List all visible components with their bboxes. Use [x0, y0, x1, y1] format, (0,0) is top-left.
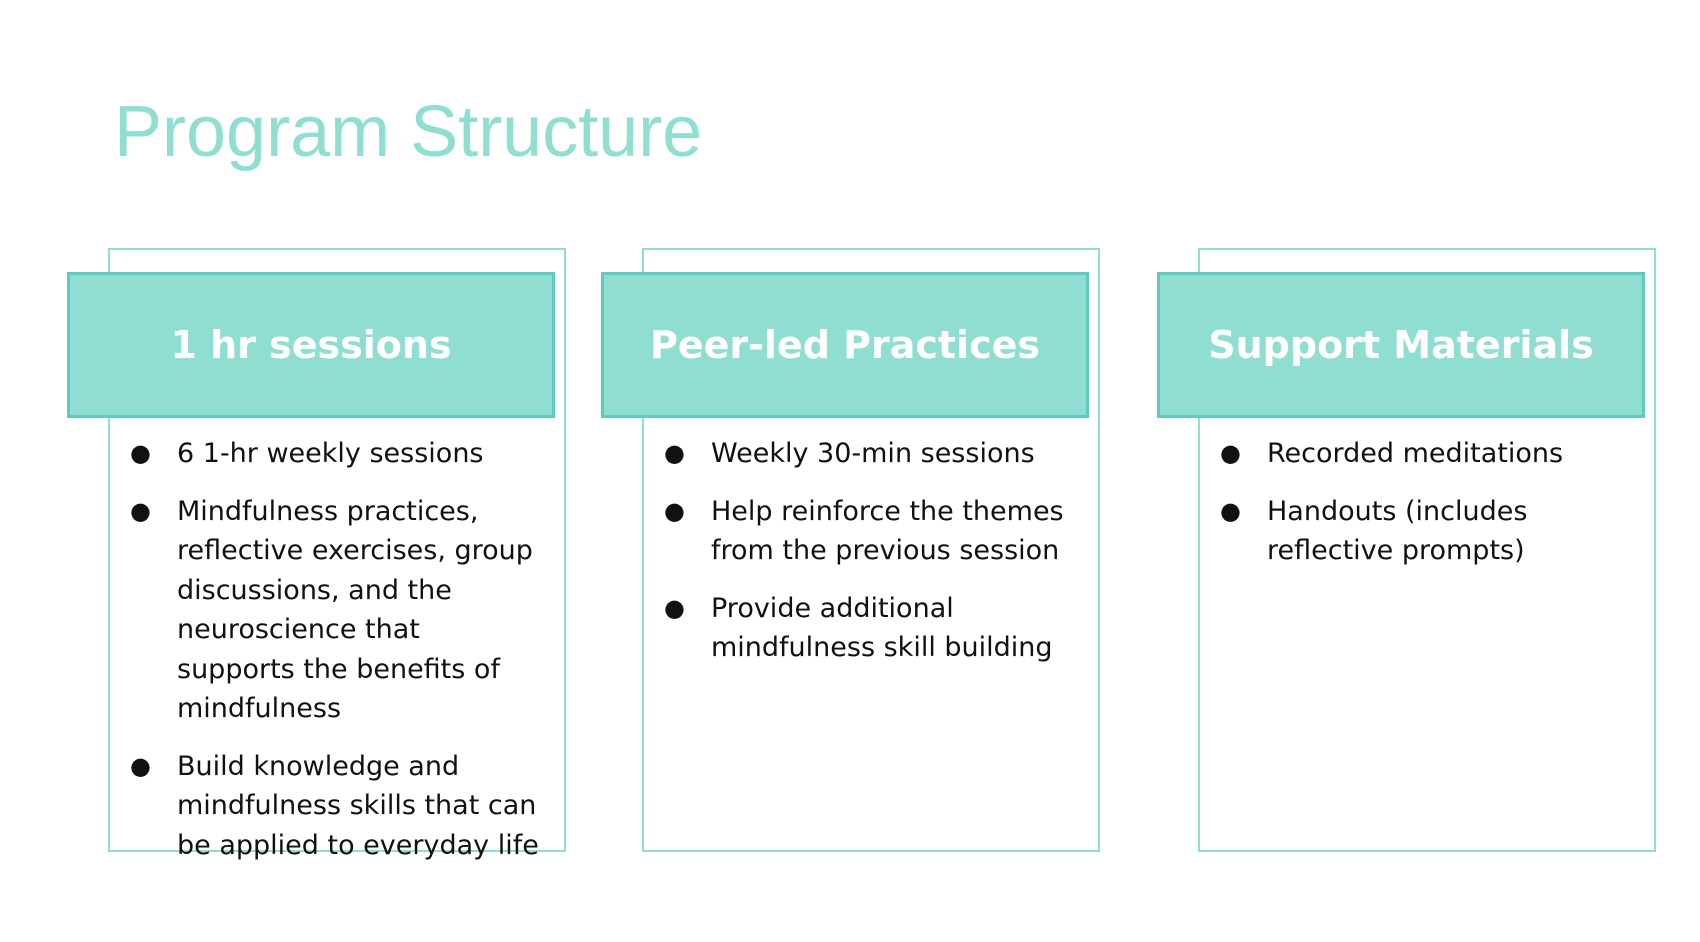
list-item: ● Weekly 30-min sessions: [664, 434, 1074, 474]
list-item: ● 6 1-hr weekly sessions: [130, 434, 540, 474]
list-item: ● Mindfulness practices, reflective exer…: [130, 492, 540, 729]
card-list-peer-led: ● Weekly 30-min sessions ● Help reinforc…: [664, 434, 1074, 686]
list-item-text: Mindfulness practices, reflective exerci…: [177, 495, 533, 725]
bullet-icon: ●: [664, 496, 685, 525]
bullet-icon: ●: [130, 439, 151, 467]
list-item: ● Provide additional mindfulness skill b…: [664, 589, 1074, 668]
card-title-peer-led: Peer-led Practices: [649, 323, 1040, 367]
card-title-support: Support Materials: [1208, 323, 1594, 367]
card-title-sessions: 1 hr sessions: [170, 323, 452, 367]
bullet-icon: ●: [1220, 439, 1241, 467]
list-item-text: 6 1-hr weekly sessions: [177, 438, 484, 469]
card-header-support: Support Materials: [1157, 272, 1645, 418]
bullet-icon: ●: [664, 439, 685, 467]
bullet-icon: ●: [130, 496, 151, 525]
bullet-icon: ●: [1220, 496, 1241, 525]
bullet-icon: ●: [130, 751, 151, 780]
card-header-sessions: 1 hr sessions: [67, 272, 555, 418]
list-item-text: Provide additional mindfulness skill bui…: [711, 592, 1053, 664]
list-item-text: Build knowledge and mindfulness skills t…: [177, 750, 539, 861]
list-item: ● Handouts (includes reflective prompts): [1220, 492, 1630, 571]
slide-title: Program Structure: [114, 92, 703, 172]
list-item: ● Build knowledge and mindfulness skills…: [130, 747, 540, 866]
list-item: ● Recorded meditations: [1220, 434, 1630, 474]
bullet-icon: ●: [664, 593, 685, 622]
card-header-peer-led: Peer-led Practices: [601, 272, 1089, 418]
card-list-sessions: ● 6 1-hr weekly sessions ● Mindfulness p…: [130, 434, 540, 883]
list-item: ● Help reinforce the themes from the pre…: [664, 492, 1074, 571]
list-item-text: Help reinforce the themes from the previ…: [711, 495, 1064, 567]
card-list-support: ● Recorded meditations ● Handouts (inclu…: [1220, 434, 1630, 589]
list-item-text: Recorded meditations: [1267, 438, 1564, 469]
list-item-text: Handouts (includes reflective prompts): [1267, 495, 1528, 567]
list-item-text: Weekly 30-min sessions: [711, 438, 1035, 469]
